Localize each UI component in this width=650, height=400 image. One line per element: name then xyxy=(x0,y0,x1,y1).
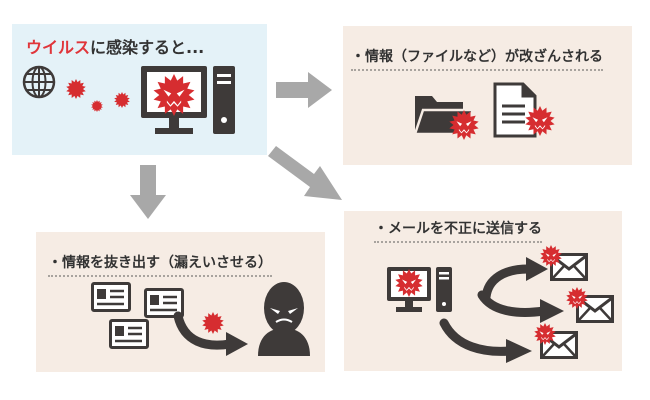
id-card-icon xyxy=(91,282,131,312)
arrow-diagonal-icon xyxy=(268,146,342,200)
virus-icon xyxy=(114,92,130,108)
id-card-icon xyxy=(109,319,149,349)
title-highlight: ウイルス xyxy=(26,38,91,57)
folder-icon xyxy=(413,96,475,136)
virus-icon xyxy=(525,106,555,136)
spam-panel: ・メールを不正に送信する xyxy=(344,211,622,371)
leak-panel: ・情報を抜き出す（漏えいさせる） xyxy=(36,232,325,372)
document-icon xyxy=(493,82,537,138)
tamper-panel: ・情報（ファイルなど）が改ざんされる xyxy=(343,26,632,165)
virus-icon xyxy=(395,269,423,297)
curved-arrow-icon xyxy=(481,257,548,302)
infection-title: ウイルスに感染すると... xyxy=(26,34,204,58)
virus-icon xyxy=(153,74,195,116)
virus-icon xyxy=(449,110,479,140)
id-card-icon xyxy=(144,288,184,318)
leak-heading: ・情報を抜き出す（漏えいさせる） xyxy=(48,252,272,277)
arrow-down-icon xyxy=(130,165,166,219)
hacker-icon xyxy=(258,282,310,356)
title-rest: に感染すると... xyxy=(90,38,205,57)
tamper-heading: ・情報（ファイルなど）が改ざんされる xyxy=(351,46,603,71)
spam-heading: ・メールを不正に送信する xyxy=(374,218,542,243)
virus-icon xyxy=(566,287,588,309)
curved-arrow-icon xyxy=(477,290,564,323)
infection-panel: ウイルスに感染すると... xyxy=(12,24,267,155)
globe-icon xyxy=(22,65,56,99)
curved-arrow-icon xyxy=(439,318,532,363)
virus-icon xyxy=(540,245,562,267)
curved-arrow-icon xyxy=(173,311,248,356)
arrow-right-icon xyxy=(276,72,332,108)
virus-icon xyxy=(202,312,224,334)
virus-icon xyxy=(66,79,86,99)
virus-icon xyxy=(534,323,556,345)
virus-icon xyxy=(91,100,103,112)
